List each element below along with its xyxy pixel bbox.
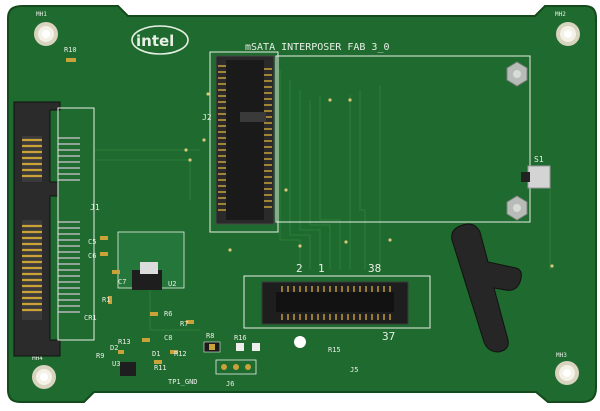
c8-label: C8 xyxy=(164,334,172,342)
mh3-label: MH3 xyxy=(556,352,567,359)
s1-switch xyxy=(521,165,551,189)
j6-header xyxy=(215,359,257,375)
r16-component xyxy=(236,343,244,351)
r8-label: R8 xyxy=(206,332,214,340)
tp1-label: TP1_GND xyxy=(168,378,198,386)
mh4-label: MH4 xyxy=(32,355,43,362)
s1-label: S1 xyxy=(534,155,544,164)
passive-components xyxy=(100,236,194,364)
r13-label: R13 xyxy=(118,338,131,346)
r8-resistor xyxy=(203,341,221,353)
j5-pin38-label: 38 xyxy=(368,262,381,275)
j5-pin37-label: 37 xyxy=(382,330,395,343)
j1-sata-connector xyxy=(13,101,95,357)
u2-regulator xyxy=(117,231,185,290)
rubber-bumper xyxy=(451,223,522,353)
r15-label: R15 xyxy=(328,346,341,354)
ic-u3 xyxy=(120,362,136,376)
j5-connector xyxy=(243,275,431,329)
r9-label: R9 xyxy=(96,352,104,360)
mh1-label: MH1 xyxy=(36,11,47,18)
fiducial xyxy=(294,336,306,348)
board-title: mSATA INTERPOSER FAB 3_0 xyxy=(245,42,390,53)
c7-label: C7 xyxy=(118,278,126,286)
r10-resistor xyxy=(66,58,76,62)
j5-pin2-label: 2 xyxy=(296,262,303,275)
mh2-label: MH2 xyxy=(555,11,566,18)
mounting-hole-mh3: MH3 xyxy=(555,352,579,385)
j2-label: J2 xyxy=(202,113,212,122)
r12-label: R12 xyxy=(174,350,187,358)
d2-label: D2 xyxy=(110,344,118,352)
r7-label: R7 xyxy=(180,320,188,328)
j5-pin1-label: 1 xyxy=(318,262,325,275)
j2-msata-connector xyxy=(209,51,279,233)
r16-label: R16 xyxy=(234,334,247,342)
mounting-hole-mh4: MH4 xyxy=(32,355,56,389)
r6-label: R6 xyxy=(164,310,172,318)
mounting-hole-mh1: MH1 xyxy=(34,11,58,46)
u2-label: U2 xyxy=(168,280,176,288)
j6-label: J6 xyxy=(226,380,234,388)
u3-label: U3 xyxy=(112,360,120,368)
r1-label: R1 xyxy=(102,296,110,304)
msata-card-area xyxy=(275,55,531,223)
intel-logo: intel xyxy=(131,25,189,55)
c6-label: C6 xyxy=(88,252,96,260)
r16b-component xyxy=(252,343,260,351)
j5-label: J5 xyxy=(350,366,358,374)
pcb-board xyxy=(7,5,597,403)
j1-label: J1 xyxy=(90,203,100,212)
r10-label: R10 xyxy=(64,46,77,54)
vias xyxy=(184,92,554,268)
d1-label: D1 xyxy=(152,350,160,358)
mounting-hole-mh2: MH2 xyxy=(555,11,580,46)
intel-logo-text: intel xyxy=(136,32,174,50)
r11-label: R11 xyxy=(154,364,167,372)
cr1-label: CR1 xyxy=(84,314,97,322)
c5-label: C5 xyxy=(88,238,96,246)
